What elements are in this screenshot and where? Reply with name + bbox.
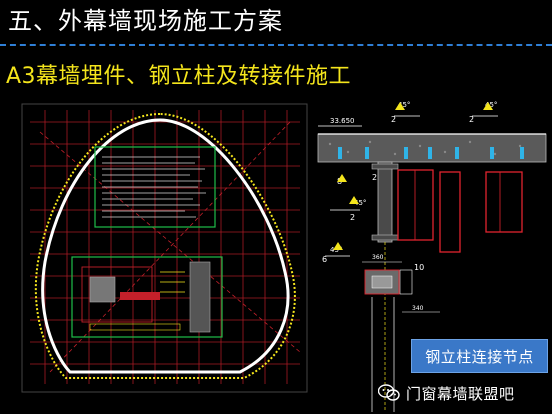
caption-box: 钢立柱连接节点 [411, 339, 548, 373]
weld-label: 2 [469, 115, 474, 124]
weld-label: 2 [350, 213, 355, 222]
section-subtitle: A3幕墙埋件、钢立柱及转接件施工 [6, 64, 352, 89]
dimension-label: 10 [414, 263, 424, 272]
angle-label: 45° [485, 101, 497, 109]
watermark: 门窗幕墙联盟吧 [378, 380, 515, 406]
watermark-text: 门窗幕墙联盟吧 [406, 384, 515, 403]
angle-label: 45° [354, 199, 366, 207]
weld-label: 2 [391, 115, 396, 124]
weld-label: 2 [372, 173, 377, 182]
width-label: 360 [372, 254, 384, 261]
elevation-label: 33.650 [330, 117, 355, 125]
wechat-icon [378, 384, 400, 401]
angle-label: 45° [398, 101, 410, 109]
caption-label: 钢立柱连接节点 [425, 347, 534, 366]
bottom-label: 340 [412, 305, 424, 312]
section-detail: 33.650 45° 45° 45° 45° 2 2 2 2 6 8 [317, 101, 547, 412]
page-title: 五、外幕墙现场施工方案 [8, 7, 283, 35]
header: 五、外幕墙现场施工方案 [0, 0, 552, 44]
header-divider [0, 44, 552, 46]
weld-label: 6 [322, 255, 327, 264]
cad-drawing: 33.650 45° 45° 45° 45° 2 2 2 2 6 8 [21, 101, 547, 412]
plan-drawing [21, 103, 308, 393]
